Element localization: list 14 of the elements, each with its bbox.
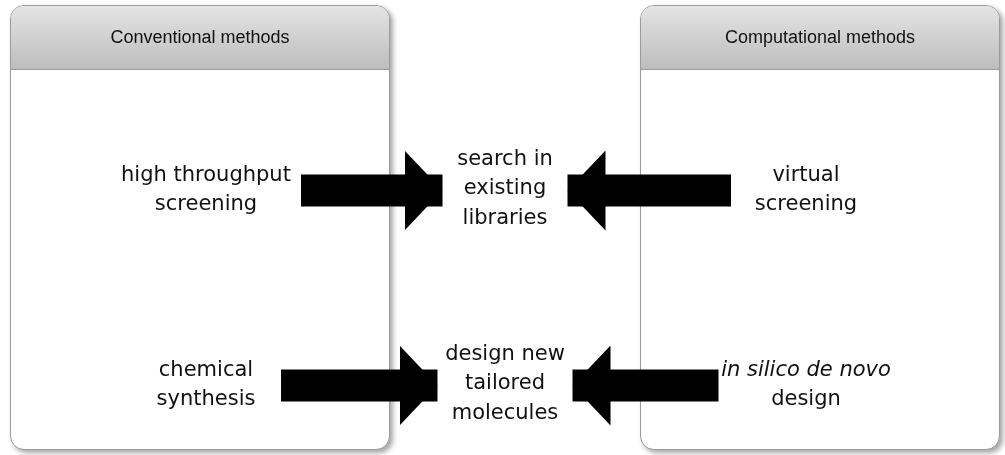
- method-label: search in existing libraries: [442, 143, 568, 233]
- block-arrow: [301, 150, 443, 231]
- method-label: high throughput screening: [111, 159, 301, 219]
- method-label: virtual screening: [731, 159, 881, 219]
- block-arrow: [567, 150, 731, 231]
- method-label: design new tailored molecules: [437, 338, 573, 428]
- method-panel: [640, 5, 1000, 450]
- panel-header: Conventional methods: [11, 6, 389, 70]
- method-label: chemical synthesis: [131, 354, 281, 414]
- block-arrow: [572, 345, 719, 426]
- panel-header: Computational methods: [641, 6, 999, 70]
- method-label: in silico de novo design: [718, 354, 894, 414]
- method-panel: [10, 5, 390, 450]
- block-arrow: [281, 345, 438, 426]
